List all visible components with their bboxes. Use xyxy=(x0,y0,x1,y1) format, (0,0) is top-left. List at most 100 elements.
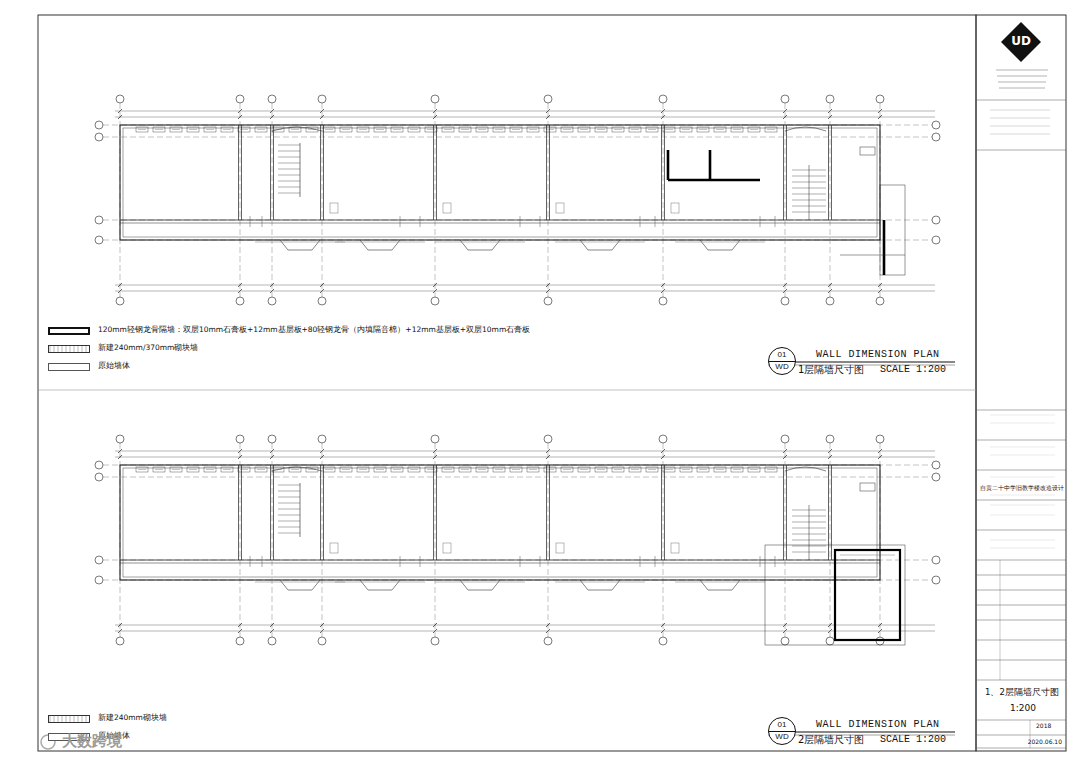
axis-bubble xyxy=(95,216,103,224)
wall-rect xyxy=(221,127,233,132)
wall-rect xyxy=(556,203,564,213)
axis-bubble xyxy=(236,435,244,443)
wall-rect xyxy=(765,127,777,132)
sheet-text: WALL DIMENSION PLAN xyxy=(816,349,940,360)
axis-bubble xyxy=(932,133,940,141)
wall-line xyxy=(323,465,324,560)
wall-line xyxy=(546,115,550,119)
drawing-marker: 01WD xyxy=(768,717,796,745)
wall-line xyxy=(709,150,712,180)
legend-text: 原始墙体 xyxy=(98,362,130,370)
wall-line xyxy=(433,629,437,633)
wall-line xyxy=(270,289,274,293)
wall-line xyxy=(661,109,665,113)
wall-line xyxy=(257,129,265,130)
wall-line xyxy=(661,289,665,293)
wall-line xyxy=(270,623,274,627)
wall-line xyxy=(300,483,301,537)
wall-line xyxy=(546,469,554,470)
wall-line xyxy=(997,76,1047,77)
axis-bubble xyxy=(826,637,834,645)
axis-bubble xyxy=(116,95,124,103)
axis-bubble xyxy=(431,95,439,103)
wall-line xyxy=(115,631,935,632)
wall-line xyxy=(38,390,976,391)
wall-line xyxy=(546,449,550,453)
bay-window xyxy=(580,580,620,590)
wall-line xyxy=(118,115,122,119)
wall-line xyxy=(115,285,935,286)
legend-text: 120mm轻钢龙骨隔墙：双层10mm石膏板+12mm基层板+80轻钢龙骨（内填隔… xyxy=(98,326,530,334)
wall-line xyxy=(512,469,520,470)
wall-line xyxy=(278,151,300,152)
wall-rect xyxy=(835,550,900,640)
bay-window xyxy=(280,580,320,590)
wall-line xyxy=(767,129,775,130)
wall-line xyxy=(223,129,231,130)
wall-rect xyxy=(330,543,338,553)
wall-line xyxy=(668,179,760,182)
wall-line xyxy=(990,134,1050,135)
axis-bubble xyxy=(826,95,834,103)
wall-line xyxy=(320,449,324,453)
marker-divider xyxy=(769,731,795,732)
wall-line xyxy=(270,125,271,220)
wall-line xyxy=(103,477,932,478)
wall-line xyxy=(990,477,1055,478)
wall-rect xyxy=(860,147,875,155)
wall-line xyxy=(733,129,741,130)
wall-line xyxy=(270,109,274,113)
wall-line xyxy=(278,157,300,158)
wall-line xyxy=(322,443,323,637)
wall-line xyxy=(120,220,880,221)
wall-line xyxy=(990,126,1050,127)
wall-rect xyxy=(204,467,216,472)
wall-rect xyxy=(136,127,148,132)
wall-line xyxy=(529,129,537,130)
wall-line xyxy=(433,449,437,453)
wall-rect xyxy=(510,127,522,132)
axis-bubble xyxy=(95,121,103,129)
wall-line xyxy=(223,469,231,470)
wall-line xyxy=(786,465,787,560)
wall-line xyxy=(325,129,333,130)
wall-line xyxy=(103,137,932,138)
watermark: 大数跨境 xyxy=(62,733,122,750)
wall-line xyxy=(278,509,300,510)
wall-line xyxy=(661,465,662,560)
curved-wall xyxy=(272,467,322,471)
axis-bubble xyxy=(781,637,789,645)
wall-line xyxy=(976,575,1066,576)
sheet-text: WALL DIMENSION PLAN xyxy=(816,719,940,730)
wall-line xyxy=(278,485,300,486)
axis-bubble xyxy=(932,556,940,564)
wall-line xyxy=(580,129,588,130)
wall-line xyxy=(667,150,670,180)
axis-bubble xyxy=(95,576,103,584)
marker-divider xyxy=(769,361,795,362)
bay-window xyxy=(360,240,400,250)
wall-line xyxy=(664,125,665,220)
wall-line xyxy=(546,465,547,560)
wall-line xyxy=(540,216,541,227)
wall-rect xyxy=(136,467,148,472)
wall-line xyxy=(118,449,122,453)
wall-rect xyxy=(425,467,437,472)
wall-line xyxy=(478,129,486,130)
wall-line xyxy=(435,582,525,583)
wall-line xyxy=(1000,560,1001,680)
wall-rect xyxy=(340,127,352,132)
wall-line xyxy=(840,555,895,556)
axis-bubble xyxy=(932,461,940,469)
wall-line xyxy=(828,115,832,119)
wall-line xyxy=(990,455,1055,456)
wall-line xyxy=(783,283,787,287)
wall-line xyxy=(716,469,724,470)
wall-line xyxy=(529,469,537,470)
bay-window xyxy=(360,580,400,590)
legend-swatch xyxy=(48,345,90,353)
wall-line xyxy=(118,629,122,633)
wall-rect xyxy=(443,203,451,213)
axis-bubble xyxy=(116,637,124,645)
wall-line xyxy=(103,220,932,221)
